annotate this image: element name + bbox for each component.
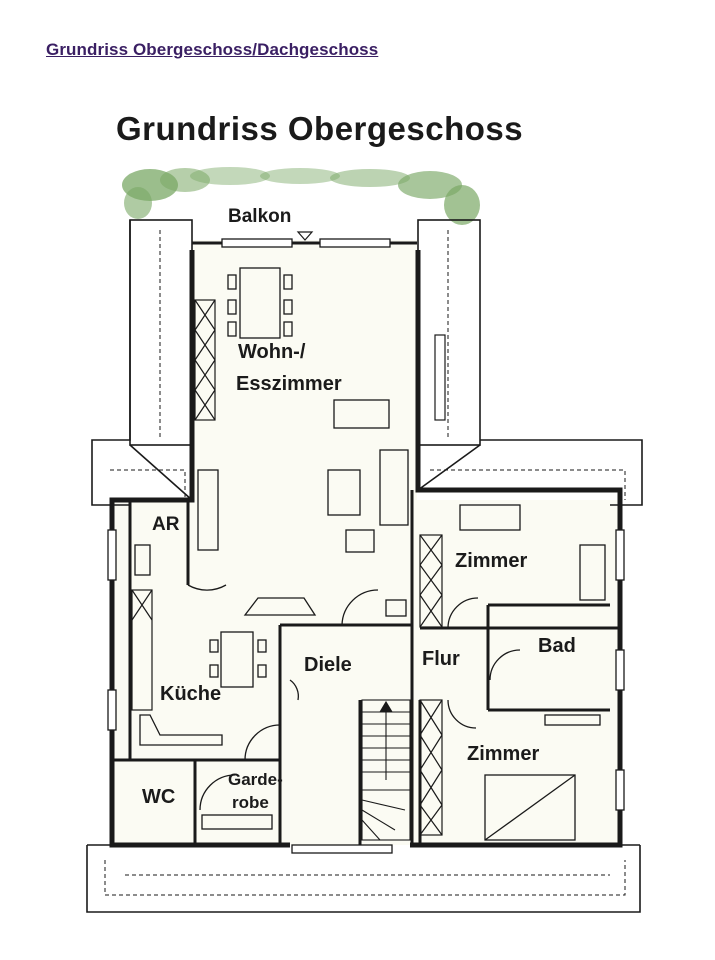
room-label-kueche: Küche: [160, 683, 221, 705]
room-label-wohn-line2: Esszimmer: [236, 373, 342, 395]
furniture: [134, 267, 606, 841]
page-title-link[interactable]: Grundriss Obergeschoss/Dachgeschoss: [46, 40, 379, 59]
room-label-bad: Bad: [538, 635, 576, 657]
balcony-door-marker: [296, 231, 314, 241]
room-label-wc: WC: [142, 786, 175, 808]
room-label-garderobe-line2: robe: [232, 793, 269, 812]
balcony-plants: [122, 167, 480, 225]
windows: [107, 238, 625, 854]
floor-area: [112, 240, 622, 845]
room-label-flur: Flur: [422, 648, 460, 670]
door-swings: [187, 584, 521, 811]
roof-dashed-lines: [104, 230, 626, 896]
room-label-diele: Diele: [304, 654, 352, 676]
room-label-balkon: Balkon: [228, 206, 291, 227]
room-label-wohn-line1: Wohn-/: [238, 341, 306, 363]
room-label-garderobe-line1: Garde-: [228, 770, 283, 789]
interior-walls: [112, 490, 620, 845]
staircase: [361, 699, 411, 841]
room-label-ar: AR: [152, 514, 180, 535]
room-label-zimmer-2: Zimmer: [467, 743, 539, 765]
floor-plan-title: Grundriss Obergeschoss: [116, 110, 524, 147]
room-label-zimmer-1: Zimmer: [455, 550, 527, 572]
built-in-cabinets: [131, 299, 446, 836]
